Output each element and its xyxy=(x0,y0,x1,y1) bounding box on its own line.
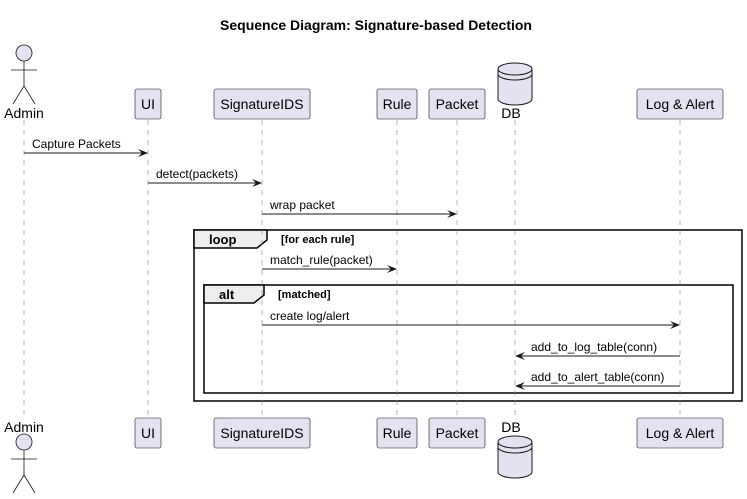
message-1: Capture Packets xyxy=(24,137,148,157)
messages: Capture Packets detect(packets) wrap packe… xyxy=(24,137,680,390)
message-arrowhead-7 xyxy=(515,382,525,390)
participant-label-log-top: Log & Alert xyxy=(646,96,715,112)
message-arrowhead-4 xyxy=(387,265,397,273)
combined-fragments: loop [for each rule] alt [matched] xyxy=(193,229,743,402)
participant-label-admin-top: Admin xyxy=(4,105,44,121)
participant-box-ui-bottom xyxy=(134,417,162,449)
participant-box-ui-top xyxy=(134,88,162,120)
participant-label-ids-top: SignatureIDS xyxy=(220,96,303,112)
message-6: add_to_log_table(conn) xyxy=(515,340,680,360)
participant-label-ui-top: UI xyxy=(141,96,155,112)
participant-box-log-top xyxy=(636,88,724,120)
participant-label-rule-top: Rule xyxy=(383,96,412,112)
message-label-1: Capture Packets xyxy=(32,137,121,151)
participant-label-db-top: DB xyxy=(501,105,520,121)
message-5: create log/alert xyxy=(262,309,680,329)
participant-heads: AdminAdminUIUISignatureIDSSignatureIDSRu… xyxy=(4,44,724,494)
database-icon-top xyxy=(497,62,533,106)
message-label-6: add_to_log_table(conn) xyxy=(531,340,657,354)
message-label-3: wrap packet xyxy=(269,198,335,212)
message-label-4: match_rule(packet) xyxy=(270,253,373,267)
message-arrowhead-1 xyxy=(138,149,148,157)
participant-box-rule-bottom xyxy=(376,417,418,449)
message-arrowhead-2 xyxy=(252,179,262,187)
message-arrowhead-5 xyxy=(670,321,680,329)
message-arrowhead-3 xyxy=(447,210,457,218)
participant-box-packet-top xyxy=(428,88,486,120)
participant-box-rule-top xyxy=(376,88,418,120)
actor-figure-bottom xyxy=(11,433,37,494)
message-4: match_rule(packet) xyxy=(262,253,397,273)
frame-keyword-loop: loop xyxy=(209,232,236,247)
participant-label-log-bottom: Log & Alert xyxy=(646,425,715,441)
message-7: add_to_alert_table(conn) xyxy=(515,370,680,390)
frame-alt: alt [matched] xyxy=(203,284,734,394)
frame-keyword-alt: alt xyxy=(219,287,235,302)
participant-label-db-bottom: DB xyxy=(501,419,520,435)
database-icon-bottom xyxy=(497,435,533,479)
participant-label-admin-bottom: Admin xyxy=(4,419,44,435)
message-label-2: detect(packets) xyxy=(156,167,238,181)
participant-box-ids-top xyxy=(213,88,311,120)
participant-label-rule-bottom: Rule xyxy=(383,425,412,441)
message-label-7: add_to_alert_table(conn) xyxy=(531,370,664,384)
message-label-5: create log/alert xyxy=(270,309,350,323)
participant-box-ids-bottom xyxy=(213,417,311,449)
frame-loop: loop [for each rule] xyxy=(193,229,743,402)
participant-label-ui-bottom: UI xyxy=(141,425,155,441)
frame-guard-loop: [for each rule] xyxy=(281,234,355,246)
participant-label-packet-top: Packet xyxy=(436,96,479,112)
participant-label-packet-bottom: Packet xyxy=(436,425,479,441)
message-3: wrap packet xyxy=(262,198,457,218)
participant-box-log-bottom xyxy=(636,417,724,449)
diagram-title: Sequence Diagram: Signature-based Detect… xyxy=(220,17,532,33)
participant-label-ids-bottom: SignatureIDS xyxy=(220,425,303,441)
message-arrowhead-6 xyxy=(515,352,525,360)
message-2: detect(packets) xyxy=(148,167,262,187)
actor-figure-top xyxy=(11,44,37,105)
frame-guard-alt: [matched] xyxy=(278,289,331,301)
participant-box-packet-bottom xyxy=(428,417,486,449)
